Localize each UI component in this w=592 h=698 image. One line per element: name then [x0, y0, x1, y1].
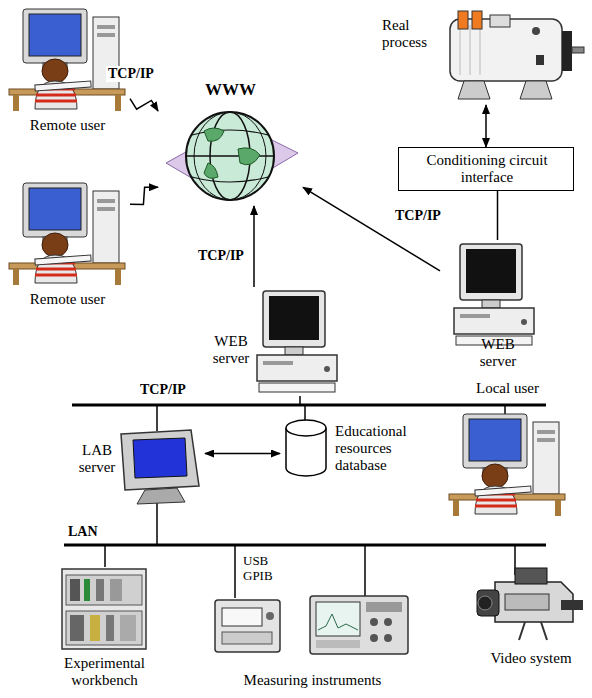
user-illustration	[5, 179, 130, 291]
user-illustration	[5, 5, 130, 117]
node-label: WWW	[158, 80, 303, 99]
labmon-illustration	[115, 428, 205, 512]
bus-drop	[104, 545, 106, 567]
network-link	[303, 187, 440, 271]
protocol-label: TCP/IP	[393, 208, 443, 224]
motor-illustration	[440, 5, 587, 107]
local-user: Local user	[455, 380, 560, 516]
node-label: Measuring instruments	[210, 672, 415, 689]
network-link	[205, 453, 280, 455]
node-label: Remote user	[5, 291, 130, 308]
instruments-illustration	[210, 590, 415, 664]
internet-globe: WWW	[158, 80, 303, 206]
node-label: WEB server	[468, 336, 528, 370]
network-label: LAN	[66, 524, 100, 540]
rack-illustration	[52, 565, 157, 657]
node-label: LAB server	[75, 442, 119, 476]
network-link	[253, 206, 255, 287]
network-link	[130, 99, 158, 111]
bus-drop	[156, 405, 158, 431]
bus-drop	[364, 545, 366, 600]
node-label: Remote user	[5, 117, 130, 134]
network-link	[497, 191, 499, 240]
computer-illustration	[452, 240, 537, 352]
camera-illustration	[475, 560, 587, 650]
conditioning-box: Conditioning circuit interface	[398, 147, 574, 191]
web-server: WEB server	[205, 287, 340, 398]
bus-drop	[234, 545, 236, 598]
lab-server: LAB server	[75, 425, 205, 507]
bus-drop	[299, 396, 301, 405]
node-label: Local user	[455, 380, 560, 397]
interface-label: USB GPIB	[241, 554, 291, 583]
node-label: Real process	[382, 17, 438, 51]
measuring-instruments: Measuring instruments	[210, 588, 415, 696]
experimental-workbench: Experimental workbench	[52, 565, 157, 695]
remote-user: Remote user	[5, 175, 130, 310]
user-illustration	[445, 410, 570, 522]
cylinder-illustration	[280, 418, 332, 484]
protocol-label: TCP/IP	[106, 66, 156, 82]
globe-illustration	[158, 101, 303, 210]
node-label: WEB server	[205, 333, 257, 367]
lan-bus	[64, 544, 546, 547]
protocol-label: TCP/IP	[138, 382, 188, 398]
network-link	[130, 187, 158, 204]
bus-drop	[156, 500, 158, 545]
real-process: Real process	[380, 5, 587, 105]
tcp-bus	[72, 404, 546, 407]
node-label: Educational resources database	[335, 423, 447, 473]
protocol-label: TCP/IP	[196, 248, 246, 264]
computer-illustration	[255, 287, 340, 399]
resources-database: Educational resources database	[280, 418, 450, 482]
bus-drop	[504, 405, 506, 414]
node-label: Experimental workbench	[52, 655, 157, 689]
node-label: Conditioning circuit interface	[403, 152, 571, 186]
web-server: WEB server	[440, 240, 555, 372]
video-system: Video system	[475, 560, 587, 672]
node-label: Video system	[475, 650, 587, 667]
network-link	[485, 105, 487, 147]
